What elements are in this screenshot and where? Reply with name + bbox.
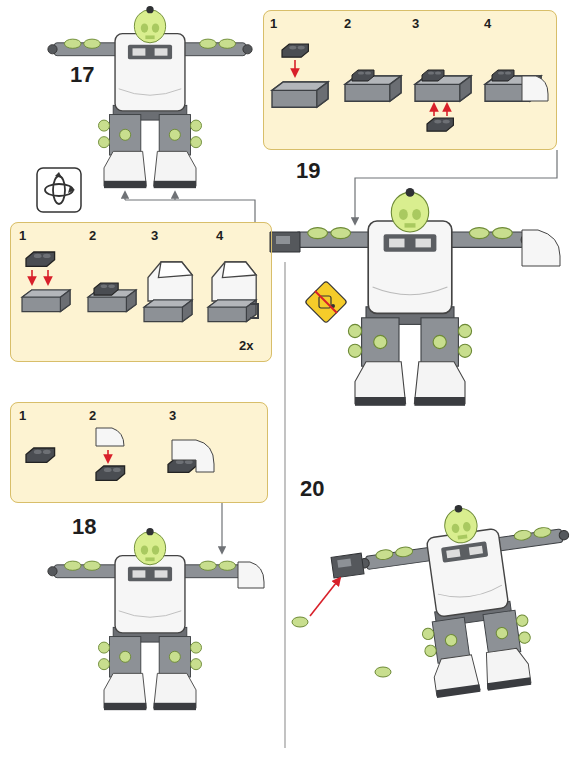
substep-number: 2 xyxy=(344,17,351,30)
substep-number: 4 xyxy=(216,229,223,242)
substep-number: 1 xyxy=(19,409,26,422)
substep-number: 3 xyxy=(151,229,158,242)
callout-box: 1 2 3 4 xyxy=(263,10,557,150)
step-number: 17 xyxy=(70,64,94,86)
substep-number: 1 xyxy=(19,229,26,242)
quantity-label: 2x xyxy=(239,339,253,352)
callout-box: 1 2 3 xyxy=(10,402,268,503)
step-number: 18 xyxy=(72,516,96,538)
substep-number: 3 xyxy=(412,17,419,30)
substep-number: 4 xyxy=(484,17,491,30)
step-number: 19 xyxy=(296,160,320,182)
substep-number: 2 xyxy=(89,409,96,422)
substep-number: 3 xyxy=(169,409,176,422)
substep-number: 2 xyxy=(89,229,96,242)
callout-box: 1 2 3 4 2x xyxy=(10,222,272,362)
substep-number: 1 xyxy=(270,17,277,30)
step-number: 20 xyxy=(300,478,324,500)
